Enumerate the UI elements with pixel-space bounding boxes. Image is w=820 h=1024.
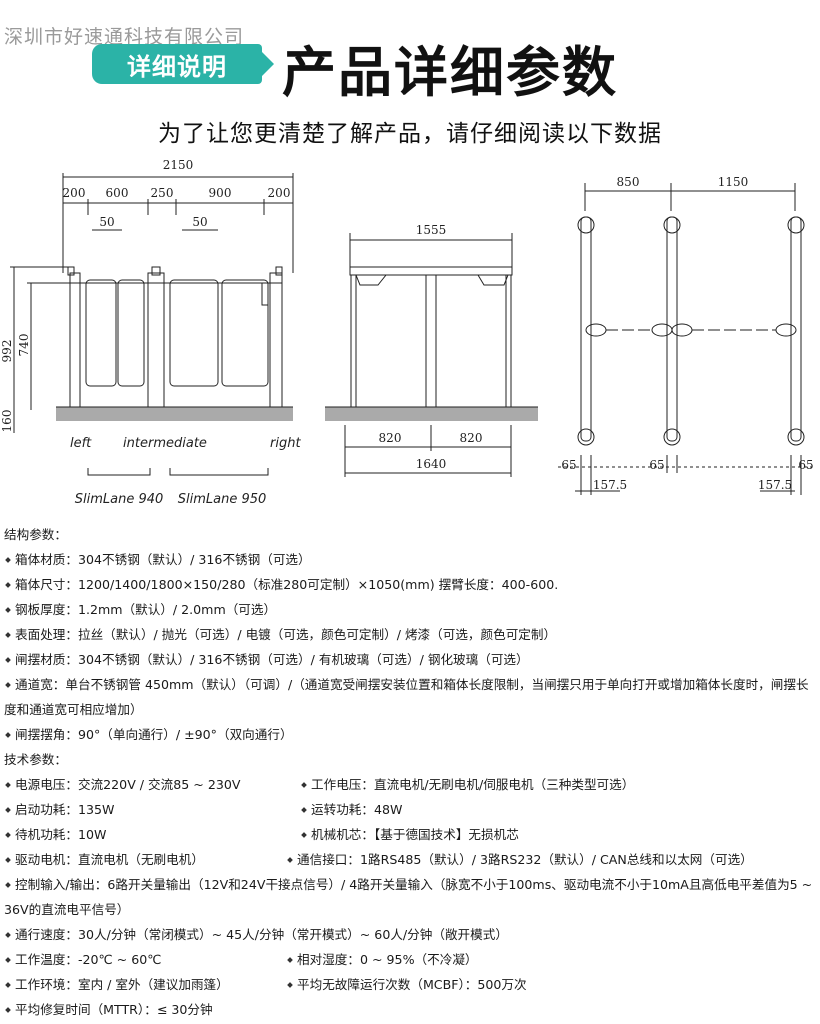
dim-label: 820 xyxy=(379,431,402,445)
diamond-bullet-icon xyxy=(287,981,293,988)
diamond-bullet-icon xyxy=(5,556,11,563)
diamond-bullet-icon xyxy=(5,606,11,613)
diamond-bullet-icon xyxy=(5,956,11,963)
dim-label: 50 xyxy=(99,215,114,229)
dim-label: 900 xyxy=(209,186,232,200)
diamond-bullet-icon xyxy=(5,731,11,738)
page-subtitle: 为了让您更清楚了解产品，请仔细阅读以下数据 xyxy=(158,121,662,147)
spec-list: 结构参数： 箱体材质：304不锈钢（默认）/ 316不锈钢（可选） 箱体尺寸：1… xyxy=(4,522,816,1022)
dim-label: 1555 xyxy=(416,223,447,237)
dim-label: 992 xyxy=(0,340,14,363)
diamond-bullet-icon xyxy=(5,581,11,588)
technical-drawings: 2150 200 600 250 900 200 50 50 992 740 1… xyxy=(0,158,814,507)
dim-label: 1640 xyxy=(416,457,447,471)
dim-label: 200 xyxy=(63,186,86,200)
section-badge: 详细说明 xyxy=(92,44,262,84)
diamond-bullet-icon xyxy=(5,681,11,688)
list-item: 钢板厚度：1.2mm（默认）/ 2.0mm（可选） xyxy=(4,597,816,622)
dim-label: 157.5 xyxy=(593,478,627,492)
page-title: 产品详细参数 xyxy=(282,41,618,104)
list-item: 箱体尺寸：1200/1400/1800×150/280（标准280可定制）×10… xyxy=(4,572,816,597)
model-label: SlimLane 940 xyxy=(75,492,164,507)
diamond-bullet-icon xyxy=(287,856,293,863)
list-item: 驱动电机：直流电机（无刷电机）通信接口：1路RS485（默认）/ 3路RS232… xyxy=(4,847,816,872)
watermark: 深圳市好速通科技有限公司 xyxy=(4,26,245,48)
list-item: 闸摆摆角：90°（单向通行）/ ±90°（双向通行） xyxy=(4,722,816,747)
dim-label: 65 xyxy=(561,458,576,472)
dim-label: 1150 xyxy=(718,175,749,189)
dim-label: 50 xyxy=(192,215,207,229)
structure-heading: 结构参数： xyxy=(4,527,67,542)
diamond-bullet-icon xyxy=(287,956,293,963)
dim-label: 65 xyxy=(798,458,813,472)
diamond-bullet-icon xyxy=(301,781,307,788)
diamond-bullet-icon xyxy=(5,981,11,988)
diamond-bullet-icon xyxy=(5,631,11,638)
dim-label: 250 xyxy=(151,186,174,200)
list-item: 控制输入/输出：6路开关量输出（12V和24V干接点信号）/ 4路开关量输入（脉… xyxy=(4,877,813,917)
dim-label: 850 xyxy=(617,175,640,189)
dim-label: 2150 xyxy=(163,158,194,172)
diamond-bullet-icon xyxy=(5,931,11,938)
diamond-bullet-icon xyxy=(5,806,11,813)
diamond-bullet-icon xyxy=(301,831,307,838)
dim-label: 820 xyxy=(460,431,483,445)
badge-arrow-icon xyxy=(262,52,274,76)
diamond-bullet-icon xyxy=(5,781,11,788)
technical-heading: 技术参数： xyxy=(4,752,67,767)
model-label: SlimLane 950 xyxy=(178,492,267,507)
list-item: 通行速度：30人/分钟（常闭模式）~ 45人/分钟（常开模式）~ 60人/分钟（… xyxy=(4,922,816,947)
diamond-bullet-icon xyxy=(5,831,11,838)
list-item: 通道宽：单台不锈钢管 450mm（默认）（可调）/（通道宽受闸摆安装位置和箱体长… xyxy=(4,677,809,717)
diamond-bullet-icon xyxy=(5,1006,11,1013)
diamond-bullet-icon xyxy=(5,881,11,888)
dim-label: 200 xyxy=(268,186,291,200)
dim-label: 160 xyxy=(0,410,14,433)
list-item: 闸摆材质：304不锈钢（默认）/ 316不锈钢（可选）/ 有机玻璃（可选）/ 钢… xyxy=(4,647,816,672)
dim-label: 740 xyxy=(17,334,31,357)
list-item: 平均修复时间（MTTR）：≤ 30分钟 xyxy=(4,997,816,1022)
dim-label: 157.5 xyxy=(758,478,792,492)
diamond-bullet-icon xyxy=(5,856,11,863)
position-label: right xyxy=(270,436,301,451)
list-item: 表面处理：拉丝（默认）/ 抛光（可选）/ 电镀（可选，颜色可定制）/ 烤漆（可选… xyxy=(4,622,816,647)
dim-label: 600 xyxy=(106,186,129,200)
list-item: 箱体材质：304不锈钢（默认）/ 316不锈钢（可选） xyxy=(4,547,816,572)
list-item: 工作环境：室内 / 室外（建议加雨篷）平均无故障运行次数（MCBF）：500万次 xyxy=(4,972,816,997)
diamond-bullet-icon xyxy=(5,656,11,663)
diamond-bullet-icon xyxy=(301,806,307,813)
position-label: left xyxy=(70,436,92,451)
position-label: intermediate xyxy=(123,436,207,451)
dim-label: 65 xyxy=(649,458,664,472)
